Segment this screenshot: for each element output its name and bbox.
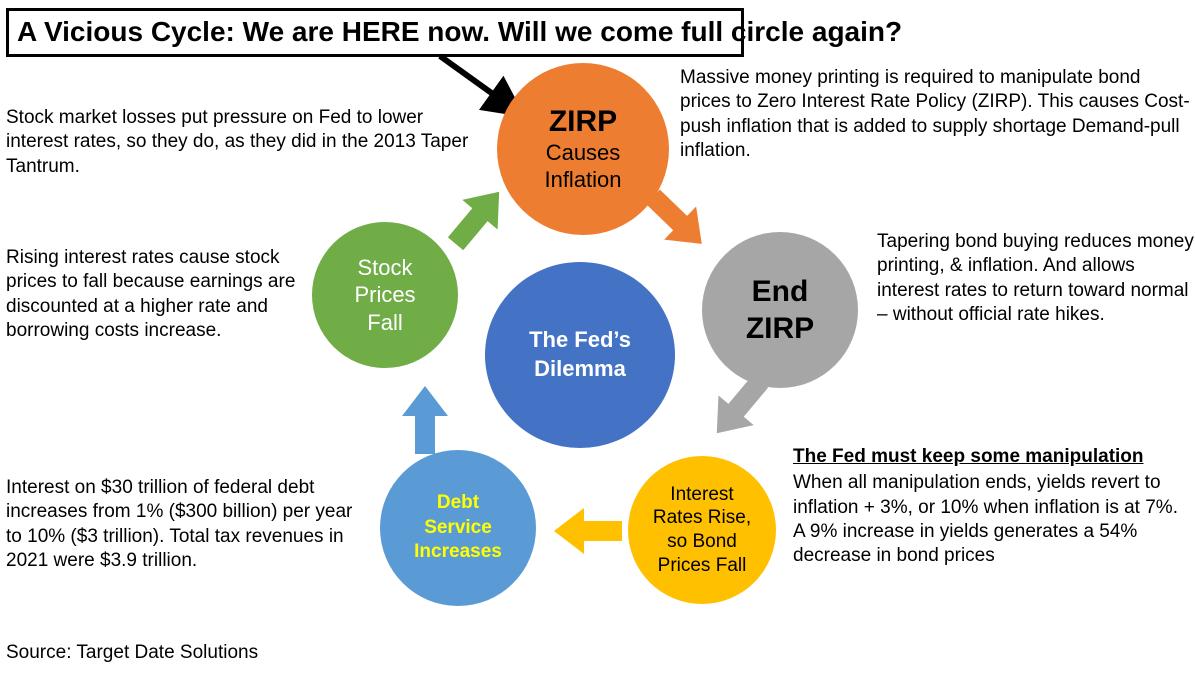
manipulation-heading: The Fed must keep some manipulation [793,446,1144,467]
source-credit: Source: Target Date Solutions [6,642,259,663]
arrow-stock-to-zirp [447,191,500,251]
annotation-tapering: Tapering bond buying reduces money print… [877,231,1194,325]
arrow-zirp-to-endzirp [645,189,702,244]
node-end-zirp: End ZIRP [702,232,858,388]
node-zirp-causes-inflation: ZIRP Causes Inflation [497,63,669,235]
zirp-label: ZIRP [548,104,618,138]
annotation-stock-market: Stock market losses put pressure on Fed … [6,107,469,177]
manipulation-body: When all manipulation ends, yields rever… [793,472,1178,567]
node-debt-service-increases: Debt Service Increases [380,450,536,606]
arrow-endzirp-to-interest [716,374,769,434]
page-title: A Vicious Cycle: We are HERE now. Will w… [17,16,903,47]
zirp-sublabel: Causes Inflation [544,139,622,193]
node-stock-prices-fall: Stock Prices Fall [312,222,458,368]
title-box: A Vicious Cycle: We are HERE now. Will w… [6,8,902,57]
here-pointer-arrow [438,53,526,118]
annotation-money-printing: Massive money printing is required to ma… [680,67,1190,161]
arrow-debt-to-stock [402,386,448,454]
annotation-manipulation: The Fed must keep some manipulation When… [793,445,1195,569]
annotation-debt-interest: Interest on $30 trillion of federal debt… [6,477,353,571]
node-feds-dilemma: The Fed’s Dilemma [485,262,675,448]
annotation-rising-rates: Rising interest rates cause stock prices… [6,247,296,341]
arrow-interest-to-debt [554,508,622,554]
node-interest-rates-rise: Interest Rates Rise, so Bond Prices Fall [628,456,776,604]
